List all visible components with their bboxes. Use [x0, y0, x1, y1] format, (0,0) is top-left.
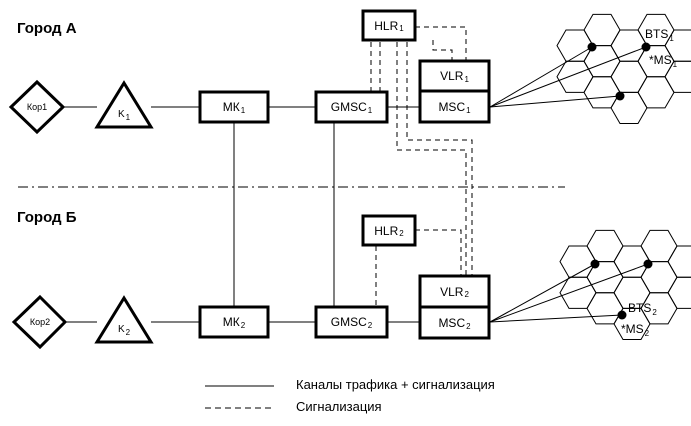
bts1-label: BTS1	[645, 27, 674, 43]
cell-hex	[559, 276, 597, 309]
bts-site-a1	[587, 42, 597, 52]
hlr1-box	[361, 9, 417, 42]
ms2-label: *MS2	[621, 322, 650, 338]
ms1-label: *MS1	[649, 53, 678, 69]
ms2-star-icon: *	[621, 322, 626, 336]
cell-hex	[610, 60, 648, 93]
cell-hex	[664, 29, 691, 62]
cell-hex	[586, 292, 624, 325]
bts-site-b2	[643, 259, 653, 269]
k2-triangle	[94, 295, 154, 344]
cell-hex	[640, 229, 678, 263]
gmsc1-box	[314, 90, 389, 124]
cell-hex	[586, 229, 624, 263]
ms1-star-icon: *	[649, 53, 654, 67]
cell-hex	[556, 60, 594, 93]
cell-hex	[610, 29, 648, 62]
kor2-diamond	[11, 294, 68, 350]
gmsc2-box	[314, 305, 389, 339]
bts-site-b1	[590, 259, 600, 269]
bts-site-a3	[615, 91, 625, 101]
cell-hex	[664, 60, 691, 93]
cell-cluster-a	[556, 13, 691, 124]
bts-site-a2	[641, 42, 651, 52]
kor1-label: Кор1	[26, 102, 48, 112]
cell-hex	[583, 76, 621, 109]
cell-hex	[667, 276, 691, 309]
cell-cluster-b	[559, 229, 691, 340]
hlr2-box	[361, 214, 417, 247]
city-b-label: Город Б	[17, 209, 77, 226]
bts-site-b3	[617, 310, 627, 320]
mk1-box	[198, 90, 270, 124]
legend-solid-label: Каналы трафика + сигнализация	[296, 377, 495, 392]
bts2-label: BTS2	[628, 301, 657, 317]
cell-hex	[637, 76, 675, 109]
k1-triangle	[94, 80, 154, 129]
legend-dashed-label: Сигнализация	[296, 399, 382, 414]
cell-hex	[583, 13, 621, 47]
cell-hex	[559, 245, 597, 278]
kor2-label: Кор2	[29, 317, 51, 327]
kor1-diamond	[8, 79, 66, 135]
city-a-label: Город А	[17, 20, 77, 37]
mk2-box	[198, 305, 270, 339]
cell-hex	[667, 245, 691, 278]
